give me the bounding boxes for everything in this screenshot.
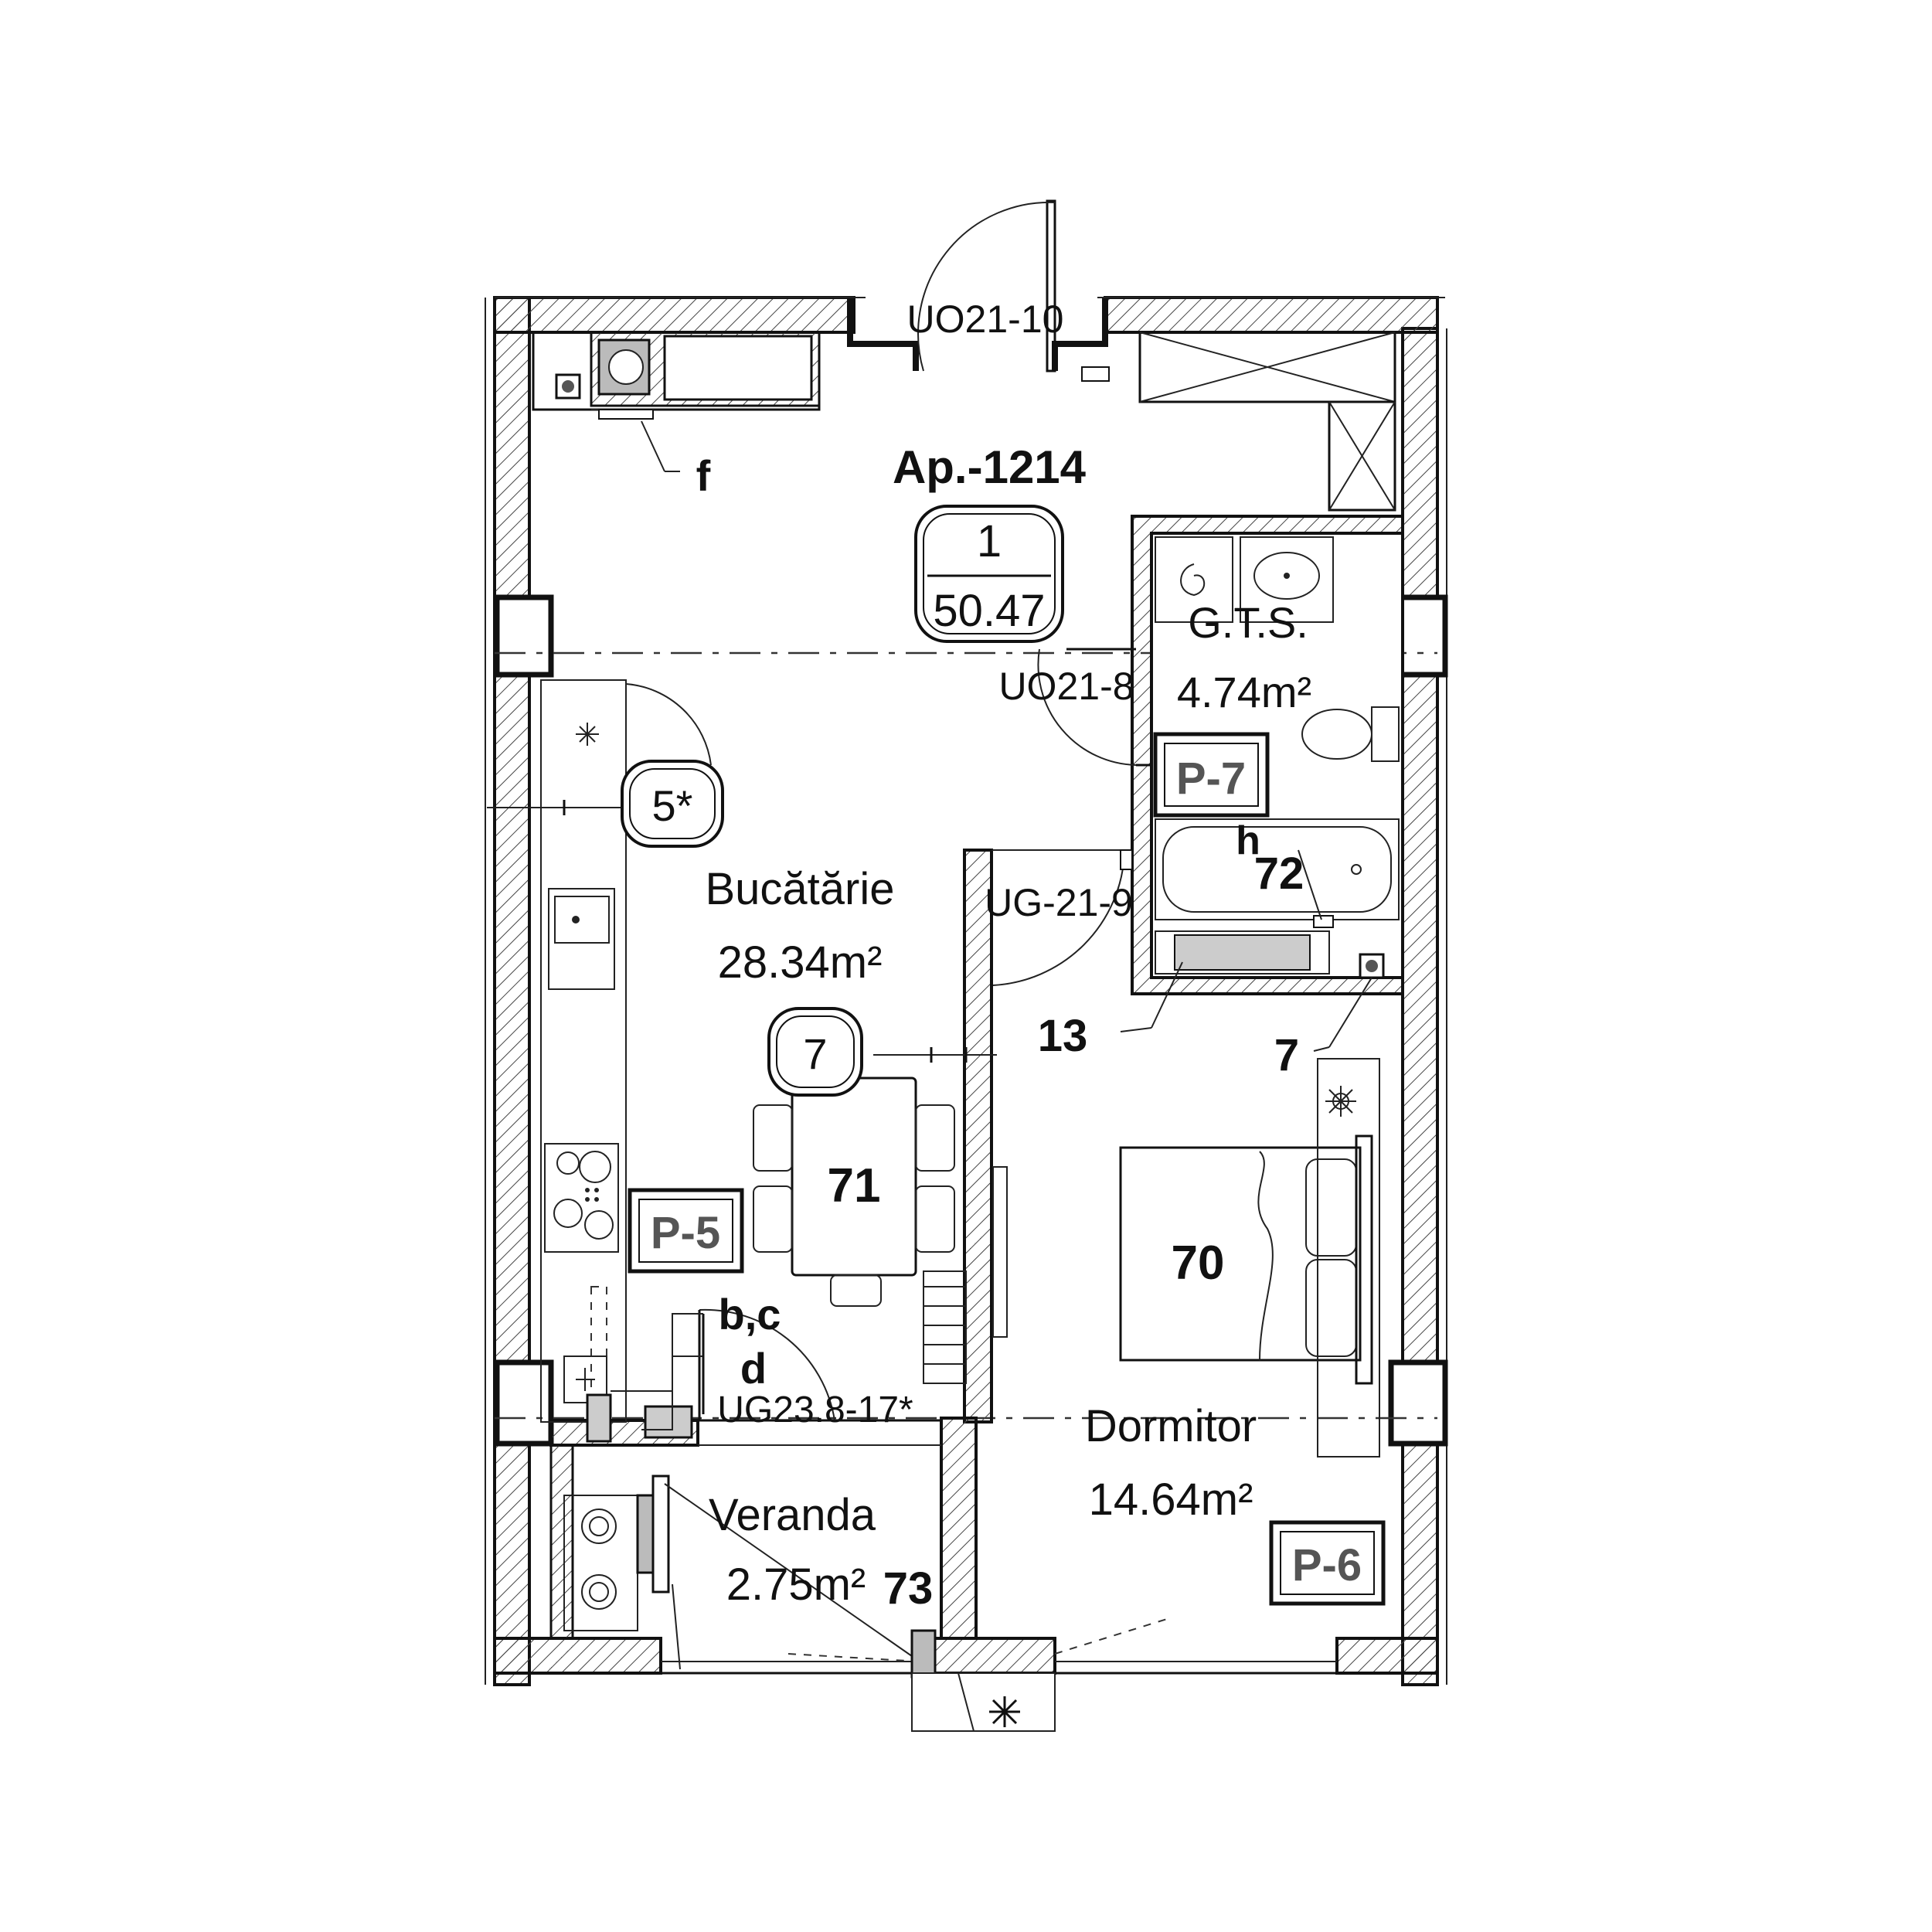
marker-bc: b,c	[719, 1290, 781, 1338]
bedroom-furniture	[992, 1058, 1380, 1458]
bathroom-area: 4.74m²	[1177, 668, 1311, 716]
tag-7-label: 7	[803, 1029, 827, 1078]
entrance-door-label: UO21-10	[907, 298, 1064, 341]
marker-d: d	[740, 1344, 767, 1393]
panel-p7-label: P-7	[1176, 753, 1246, 804]
panel-tag-p6: P-6	[1269, 1520, 1386, 1606]
kitchen-area: 28.34m²	[718, 937, 883, 988]
marker-70: 70	[1172, 1236, 1225, 1290]
bathroom-door[interactable]	[1037, 648, 1151, 767]
kitchen-counter	[540, 679, 712, 1423]
marker-f: f	[696, 451, 711, 500]
entrance-door[interactable]	[917, 199, 1056, 372]
bedroom-door[interactable]	[992, 849, 1133, 986]
bathroom-fixtures	[1155, 536, 1400, 979]
wardrobe	[1081, 331, 1396, 512]
bathroom-name: G.T.S.	[1188, 598, 1308, 647]
marker-72: 72	[1254, 849, 1304, 899]
kitchen-name: Bucătărie	[705, 864, 894, 914]
panel-tag-p7: P-7	[1153, 732, 1270, 818]
marker-13: 13	[1038, 1011, 1088, 1061]
tag-7: 7	[767, 1007, 863, 1097]
marker-7: 7	[1274, 1030, 1299, 1080]
apartment-tag: 1 50.47	[914, 505, 1064, 643]
marker-73: 73	[883, 1563, 934, 1614]
veranda-area: 2.75m²	[726, 1560, 866, 1610]
apartment-area: 50.47	[933, 586, 1045, 636]
panel-p6-label: P-6	[1292, 1540, 1362, 1590]
marker-71: 71	[828, 1159, 881, 1213]
outer-walls	[485, 296, 1447, 1686]
veranda-name: Veranda	[709, 1490, 876, 1540]
bedroom-door-label: UG-21-9	[985, 881, 1133, 924]
panel-tag-p5: P-5	[628, 1188, 744, 1274]
flower-icon	[1325, 1086, 1356, 1117]
bedroom-area: 14.64m²	[1089, 1475, 1253, 1525]
snowflake-icon	[989, 1696, 1020, 1727]
panel-p5-label: P-5	[651, 1208, 720, 1258]
apartment-room-count: 1	[977, 516, 1002, 566]
tag-5-star: 5*	[621, 760, 724, 848]
veranda-door-label: UG23.8-17*	[717, 1389, 913, 1430]
marker-h: h	[1236, 818, 1260, 863]
bathroom-door-label: UO21-8	[998, 665, 1134, 708]
entry-closet	[532, 331, 821, 472]
tag-5-star-label: 5*	[652, 781, 693, 830]
bedroom-name: Dormitor	[1085, 1401, 1257, 1451]
star-vent-icon	[576, 723, 599, 746]
veranda-fixtures	[563, 1308, 1168, 1732]
apartment-label: Ap.-1214	[893, 441, 1087, 493]
leader-lines	[487, 800, 1372, 1430]
